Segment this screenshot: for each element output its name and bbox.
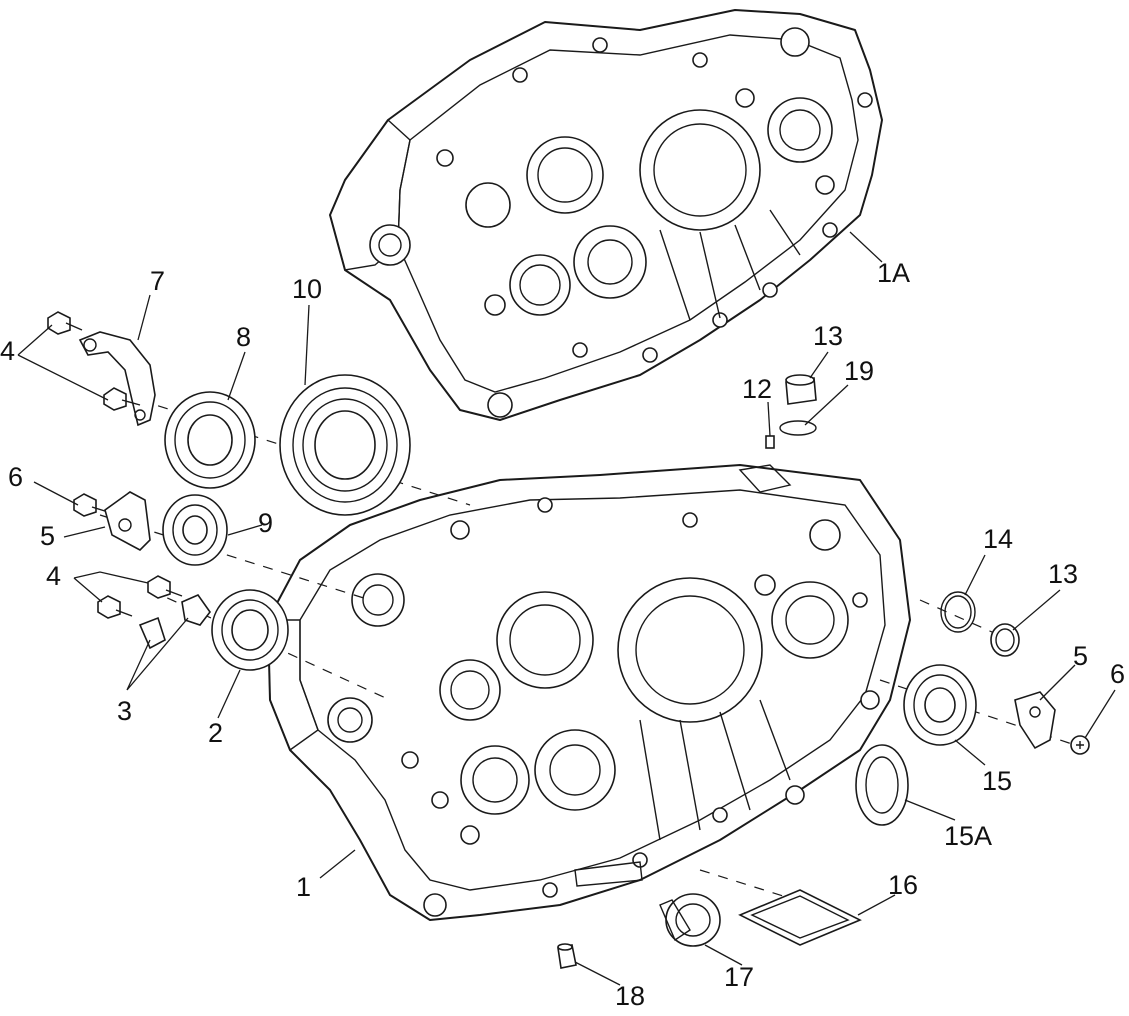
- seal-15A: [855, 744, 909, 826]
- callout-19: 19: [844, 356, 874, 386]
- plate-3a: [181, 594, 211, 626]
- bearing-10: [279, 374, 411, 516]
- crankcase-half-1A: [329, 9, 883, 421]
- callout-13-top: 13: [813, 321, 843, 351]
- callout-2: 2: [208, 718, 223, 748]
- callout-15A: 15A: [944, 821, 992, 851]
- callout-1: 1: [296, 872, 311, 902]
- callout-5-right: 5: [1073, 641, 1088, 671]
- callout-6-left: 6: [8, 462, 23, 492]
- oring-14: [940, 591, 976, 633]
- cap-17: [659, 893, 721, 947]
- pin-12: [765, 435, 775, 449]
- callout-3: 3: [117, 696, 132, 726]
- callout-16: 16: [888, 870, 918, 900]
- oring-19: [779, 420, 817, 436]
- callout-7: 7: [150, 266, 165, 296]
- callout-4-lower: 4: [46, 561, 61, 591]
- callout-17: 17: [724, 962, 754, 992]
- gasket-16: [738, 889, 862, 946]
- bushing-13-right: [990, 623, 1020, 657]
- callout-13-right: 13: [1048, 559, 1078, 589]
- plate-3b: [138, 616, 166, 650]
- plate-5-right: [1014, 691, 1056, 750]
- bolt-4-mid: [147, 575, 183, 599]
- bearing-8: [164, 391, 256, 489]
- callout-12: 12: [742, 374, 772, 404]
- bushing-13-top: [785, 374, 817, 405]
- callout-5-left: 5: [40, 521, 55, 551]
- bearing-15: [903, 664, 977, 746]
- bolt-4-lower: [103, 387, 141, 411]
- callout-18: 18: [615, 981, 645, 1011]
- callout-1A: 1A: [877, 258, 910, 288]
- callout-15: 15: [982, 766, 1012, 796]
- screw-6-left: [73, 493, 109, 517]
- bearing-9: [162, 494, 228, 566]
- callout-10: 10: [292, 274, 322, 304]
- callout-9: 9: [258, 508, 273, 538]
- callout-6-right: 6: [1110, 659, 1125, 689]
- bolt-4-low: [97, 595, 133, 619]
- callout-8: 8: [236, 322, 251, 352]
- crankcase-half-1: [267, 464, 911, 921]
- dowel-18: [557, 943, 577, 969]
- bolt-4-upper: [47, 311, 83, 335]
- leader-lines: [17, 231, 1116, 986]
- callout-4-upper: 4: [0, 336, 15, 366]
- seal-2: [211, 589, 289, 671]
- callout-14: 14: [983, 524, 1013, 554]
- bracket-7: [78, 331, 156, 427]
- screw-6-right: [1070, 735, 1090, 755]
- plate-5-left: [104, 491, 151, 551]
- callout-labels: 1A 7 10 4 8 13 12 19 6 5 9 4 3 2 14 13 5…: [0, 258, 1125, 1011]
